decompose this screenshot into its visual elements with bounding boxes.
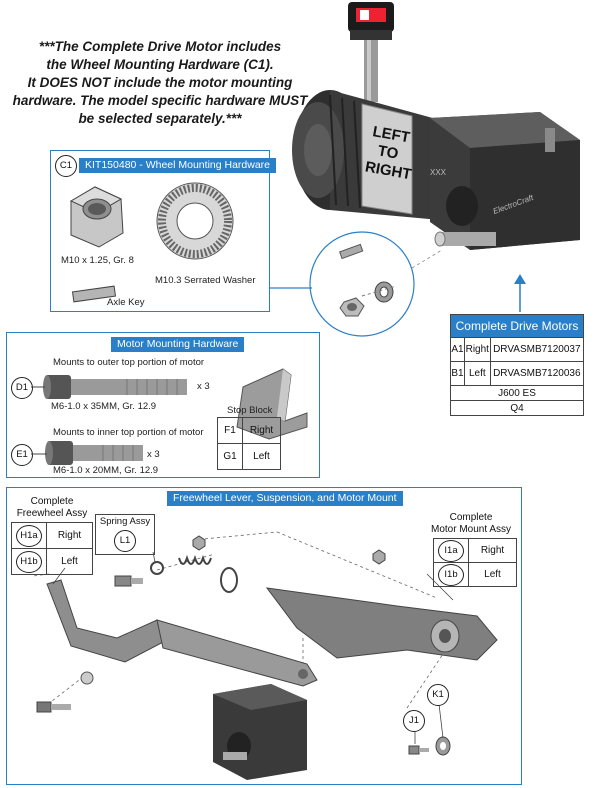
- e1-spec: M6-1.0 x 20MM, Gr. 12.9: [53, 465, 159, 476]
- part-ref: B1: [450, 361, 465, 386]
- ref-callout: D1: [11, 377, 33, 399]
- part-side: Left: [46, 548, 93, 575]
- part-side: Right: [463, 337, 491, 362]
- panel-title: Freewheel Lever, Suspension, and Motor M…: [167, 491, 403, 506]
- heading-line: Motor Mount Assy: [430, 524, 512, 535]
- part-side: Right: [468, 538, 517, 563]
- heading-line: Complete: [449, 512, 493, 523]
- gearbox-brand: ElectroCraft: [491, 193, 535, 216]
- drive-motors-table: Complete Drive Motors A1 Right DRVASMB71…: [450, 314, 585, 416]
- variant-label: Q4: [450, 400, 584, 416]
- ref-callout: I1b: [438, 563, 464, 586]
- heading-line: Freewheel Assy: [16, 508, 88, 519]
- stop-block-label: Stop Block: [227, 405, 273, 416]
- drive-motors-title: Complete Drive Motors: [450, 314, 584, 338]
- freewheel-assy-heading: Complete Freewheel Assy: [11, 496, 93, 520]
- part-side: Left: [468, 562, 517, 587]
- hardware-note: ***The Complete Drive Motor includes the…: [0, 38, 320, 128]
- part-ref: G1: [217, 443, 243, 470]
- heading-line: Complete: [30, 496, 74, 507]
- part-ref: F1: [217, 417, 243, 444]
- part-side: Left: [242, 443, 281, 470]
- part-number: DRVASMB7120036: [489, 361, 585, 386]
- d1-qty: x 3: [197, 381, 210, 392]
- model-label: J600 ES: [450, 385, 584, 401]
- ref-callout: K1: [427, 684, 449, 706]
- axle-key-label: Axle Key: [107, 297, 145, 308]
- e1-qty: x 3: [147, 449, 160, 460]
- freewheel-suspension-panel: Freewheel Lever, Suspension, and Motor M…: [6, 487, 522, 785]
- note-line: ***The Complete Drive Motor includes: [38, 39, 282, 54]
- note-line: hardware. The model specific hardware MU…: [12, 93, 308, 108]
- wheel-mounting-hardware-panel: C1 KIT150480 - Wheel Mounting Hardware M…: [50, 150, 277, 312]
- note-line: the Wheel Mounting Hardware (C1).: [46, 57, 274, 72]
- panel-title: KIT150480 - Wheel Mounting Hardware: [79, 158, 277, 173]
- d1-spec: M6-1.0 x 35MM, Gr. 12.9: [51, 401, 157, 412]
- part-number: DRVASMB7120037: [489, 337, 585, 362]
- panel-title: Motor Mounting Hardware: [111, 337, 245, 352]
- wheel-hardware-drawing: [69, 182, 234, 303]
- ref-callout: I1a: [438, 539, 464, 562]
- motor-mount-assy-heading: Complete Motor Mount Assy: [421, 512, 521, 536]
- nut-label: M10 x 1.25, Gr. 8: [61, 255, 134, 266]
- part-side: Right: [46, 522, 93, 549]
- freewheel-assembly-drawing: [32, 531, 498, 780]
- note-line: be selected separately.***: [78, 111, 242, 126]
- ref-callout: H1a: [16, 524, 42, 547]
- washer-label: M10.3 Serrated Washer: [155, 275, 256, 286]
- ref-callout: H1b: [16, 550, 42, 573]
- ref-callout: E1: [11, 444, 33, 466]
- part-side: Left: [463, 361, 491, 386]
- e1-description: Mounts to inner top portion of motor: [53, 427, 204, 438]
- ref-callout: C1: [55, 155, 77, 177]
- gearbox-marking: XXX: [430, 168, 447, 177]
- ref-callout: J1: [403, 710, 425, 732]
- part-ref: A1: [450, 337, 465, 362]
- spring-assy-label: Spring Assy: [95, 514, 155, 529]
- note-line: It DOES NOT include the motor mounting: [27, 75, 293, 90]
- d1-description: Mounts to outer top portion of motor: [53, 357, 205, 368]
- motor-mounting-hardware-panel: Motor Mounting Hardware Mounts to outer …: [6, 332, 320, 478]
- ref-callout: L1: [114, 530, 136, 553]
- part-side: Right: [242, 417, 281, 444]
- motor-direction-label: LEFT TO RIGHT: [364, 123, 413, 183]
